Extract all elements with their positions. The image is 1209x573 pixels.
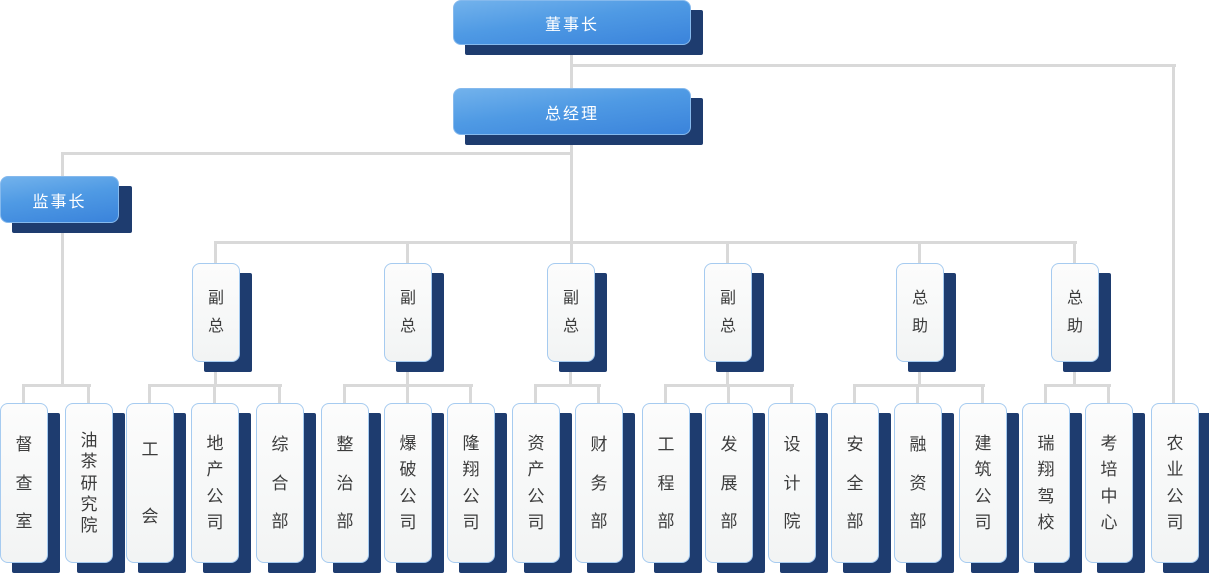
dept-node-5: 综合部 [256, 403, 304, 563]
dept-node-9-label: 资产公司 [527, 434, 545, 532]
connector-line [570, 135, 573, 263]
connector-line [1044, 384, 1111, 387]
connector-line [406, 372, 409, 387]
dept-node-7: 爆破公司 [384, 403, 432, 563]
connector-line [1073, 241, 1076, 263]
dept-node-17-label: 瑞翔驾校 [1037, 434, 1055, 532]
connector-line [61, 223, 64, 387]
connector-line [570, 45, 573, 90]
dept-node-16: 建筑公司 [959, 403, 1007, 563]
connector-line [534, 384, 601, 387]
dept-node-15-label: 融资部 [909, 435, 927, 531]
dept-node-7-label: 爆破公司 [399, 434, 417, 532]
dept-node-4-label: 地产公司 [206, 434, 224, 532]
dept-node-5-label: 综合部 [271, 435, 289, 531]
connector-line [569, 372, 572, 387]
connector-line [22, 384, 25, 403]
connector-line [148, 384, 151, 403]
dept-node-10-label: 财务部 [590, 435, 608, 531]
dept-node-3: 工会 [126, 403, 174, 563]
connector-line [213, 384, 216, 403]
dept-node-19: 农业公司 [1151, 403, 1199, 563]
connector-line [981, 384, 984, 403]
connector-line [278, 384, 281, 403]
vice-gm-node-1: 副总 [192, 263, 240, 362]
dept-node-18: 考培中心 [1085, 403, 1133, 563]
connector-line [534, 384, 537, 403]
connector-line [918, 372, 921, 387]
dept-node-19-label: 农业公司 [1166, 434, 1184, 532]
dept-node-6-label: 整治部 [336, 435, 354, 531]
vice-gm-node-1-label: 副总 [207, 289, 224, 335]
dept-node-15: 融资部 [894, 403, 942, 563]
dept-node-12-label: 发展部 [720, 435, 738, 531]
general-manager-node: 总经理 [453, 88, 691, 135]
dept-node-18-label: 考培中心 [1100, 434, 1118, 532]
vice-gm-node-4: 副总 [704, 263, 752, 362]
gm-assistant-node-6: 总助 [1051, 263, 1099, 362]
gm-assistant-node-5-label: 总助 [911, 289, 928, 335]
connector-line [918, 241, 921, 263]
dept-node-16-label: 建筑公司 [974, 434, 992, 532]
dept-node-13-label: 设计院 [783, 435, 801, 531]
dept-node-1-label: 督查室 [15, 435, 33, 531]
chairman-label: 董事长 [544, 16, 599, 34]
dept-node-17: 瑞翔驾校 [1022, 403, 1070, 563]
gm-assistant-node-6-label: 总助 [1066, 289, 1083, 335]
dept-node-2: 油茶研究院 [65, 403, 113, 563]
connector-line [726, 241, 729, 263]
connector-line [790, 384, 793, 403]
connector-line [61, 152, 572, 155]
vice-gm-node-3: 副总 [547, 263, 595, 362]
vice-gm-node-3-label: 副总 [562, 289, 579, 335]
connector-line [406, 241, 409, 263]
dept-node-11: 工程部 [642, 403, 690, 563]
connector-line [853, 384, 856, 403]
connector-line [61, 152, 64, 176]
connector-line [1107, 384, 1110, 403]
connector-line [343, 384, 346, 403]
dept-node-11-label: 工程部 [657, 435, 675, 531]
vice-gm-node-2: 副总 [384, 263, 432, 362]
connector-line [570, 64, 1176, 67]
connector-line [664, 384, 667, 403]
dept-node-9: 资产公司 [512, 403, 560, 563]
connector-line [727, 384, 730, 403]
vice-gm-node-4-label: 副总 [719, 289, 736, 335]
dept-node-13: 设计院 [768, 403, 816, 563]
connector-line [1073, 372, 1076, 387]
dept-node-10: 财务部 [575, 403, 623, 563]
dept-node-2-label: 油茶研究院 [80, 431, 98, 535]
dept-node-14: 安全部 [831, 403, 879, 563]
dept-node-8-label: 隆翔公司 [462, 434, 480, 532]
connector-line [214, 372, 217, 387]
connector-line [87, 384, 90, 403]
dept-node-6: 整治部 [321, 403, 369, 563]
supervisor-node: 监事长 [0, 176, 119, 223]
dept-node-4: 地产公司 [191, 403, 239, 563]
chairman-node: 董事长 [453, 0, 691, 45]
dept-node-1: 督查室 [0, 403, 48, 563]
connector-line [406, 384, 409, 403]
connector-line [214, 241, 1077, 244]
connector-line [597, 384, 600, 403]
dept-node-12: 发展部 [705, 403, 753, 563]
connector-line [469, 384, 472, 403]
dept-node-8: 隆翔公司 [447, 403, 495, 563]
gm-assistant-node-5: 总助 [896, 263, 944, 362]
connector-line [1044, 384, 1047, 403]
supervisor-label: 监事长 [32, 193, 87, 211]
dept-node-14-label: 安全部 [846, 435, 864, 531]
vice-gm-node-2-label: 副总 [399, 289, 416, 335]
connector-line [214, 241, 217, 263]
connector-line [916, 384, 919, 403]
connector-line [22, 384, 91, 387]
dept-node-3-label: 工会 [141, 440, 159, 526]
connector-line [1172, 64, 1175, 403]
general-manager-label: 总经理 [544, 105, 599, 123]
connector-line [853, 384, 985, 387]
connector-line [726, 372, 729, 387]
